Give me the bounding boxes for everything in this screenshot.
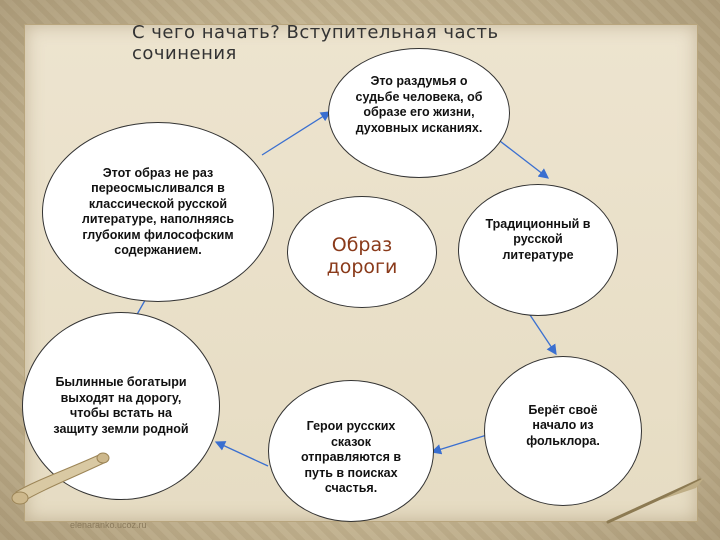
node-right-bottom: Берёт своё начало из фольклора.: [484, 356, 642, 506]
node-left-bottom-text: Былинные богатыри выходят на дорогу, что…: [53, 375, 189, 436]
node-left-bottom: Былинные богатыри выходят на дорогу, что…: [22, 312, 220, 500]
node-bottom-center-text: Герои русских сказок отправляются в путь…: [300, 419, 402, 496]
node-center-text: Образ дороги: [326, 234, 398, 278]
arrow-rightbottom-to-bottomcenter: [430, 433, 491, 455]
slide-title: С чего начать? Вступительная часть сочин…: [132, 22, 499, 64]
node-left-top: Этот образ не раз переосмысливался в кла…: [42, 122, 274, 302]
node-left-top-text: Этот образ не раз переосмысливался в кла…: [81, 165, 235, 258]
arrow-topcenter-to-righttop: [495, 137, 550, 179]
scroll-icon: [11, 452, 110, 505]
quill-pen-icon: [606, 478, 704, 524]
arrow-righttop-to-rightbottom: [529, 314, 557, 356]
node-right-bottom-text: Берёт своё начало из фольклора.: [526, 402, 600, 448]
arrow-bottomcenter-to-leftbottom: [214, 441, 269, 467]
node-center: [287, 196, 437, 308]
node-right-top: Традиционный в русской литературе: [458, 184, 618, 316]
node-right-top-text: Традиционный в русской литературе: [485, 216, 591, 262]
node-top-center-text: Это раздумья о судьбе человека, об образ…: [355, 74, 483, 135]
arrow-lefttop-to-topcenter: [261, 111, 332, 156]
node-top-center: Это раздумья о судьбе человека, об образ…: [328, 48, 510, 178]
node-bottom-center: Герои русских сказок отправляются в путь…: [268, 380, 434, 522]
watermark-url: elenaranko.ucoz.ru: [70, 520, 147, 530]
